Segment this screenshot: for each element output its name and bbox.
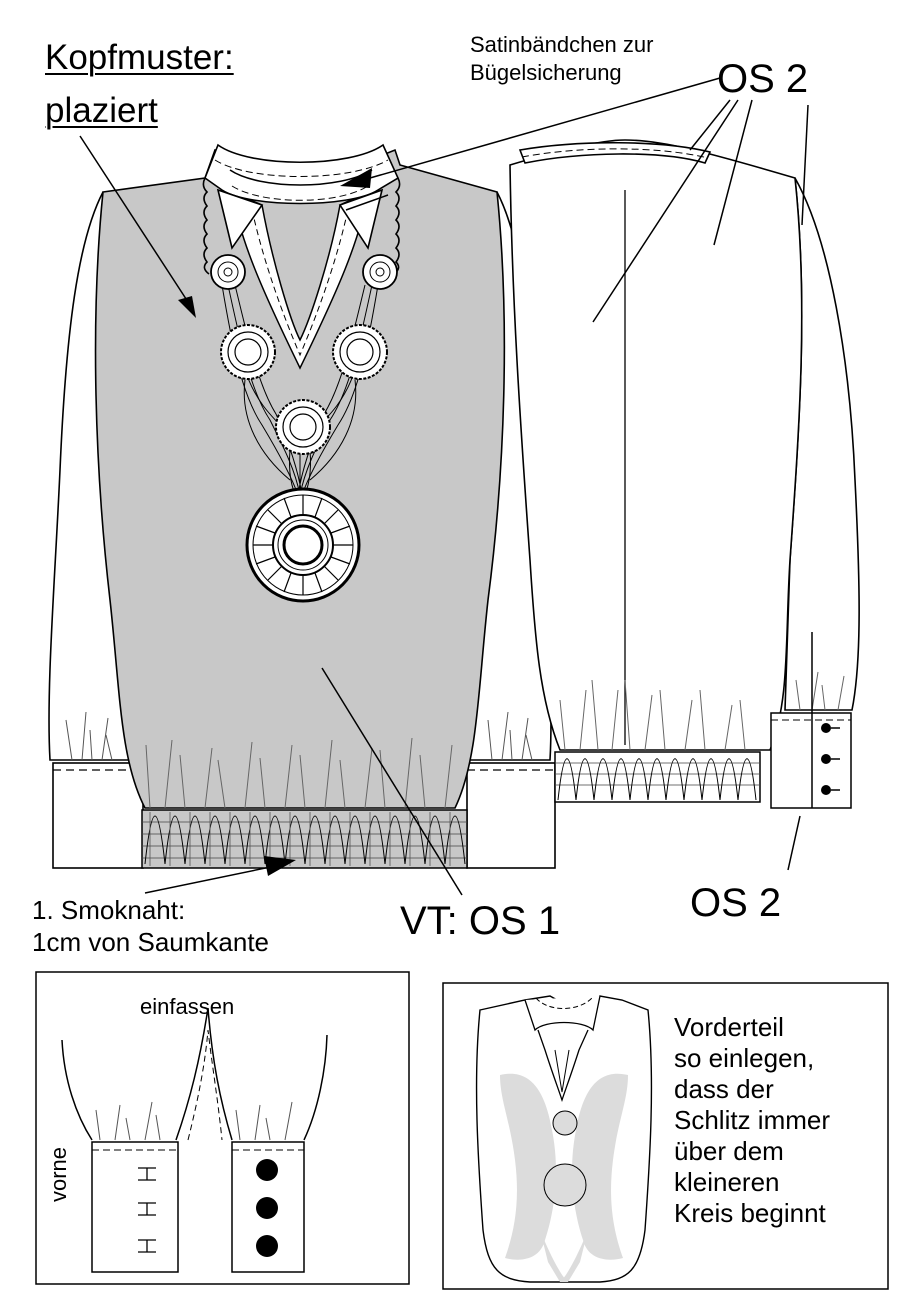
ribbon-note-line2: Bügelsicherung [470, 60, 622, 85]
layout-note-line: so einlegen, [674, 1042, 815, 1073]
arrow-heads [178, 168, 372, 876]
pattern-title-line2: plaziert [45, 91, 158, 130]
leader-lines [79, 77, 809, 896]
label-os2-top: OS 2 [717, 57, 809, 101]
detail-vorne-label: vorne [46, 1146, 71, 1202]
layout-note-line: dass der [674, 1073, 774, 1104]
pendant-spokes [253, 495, 353, 595]
detail-gathers [95, 1101, 293, 1141]
back-gathers [559, 671, 845, 751]
layout-note-line: Schlitz immer [674, 1104, 831, 1135]
front-collar [204, 143, 400, 250]
detail-einfassen-label: einfassen [140, 994, 235, 1019]
ribbon-note-line1: Satinbändchen zur [470, 32, 654, 57]
label-os2-cuff: OS 2 [690, 881, 782, 925]
pattern-title-line1: Kopfmuster: [45, 38, 234, 77]
layout-note-line: Vorderteil [674, 1012, 784, 1042]
layout-note-line: Kreis beginnt [674, 1197, 826, 1228]
layout-note: Vorderteil so einlegen, dass der Schlitz… [674, 1012, 830, 1229]
smock-note-line2: 1cm von Saumkante [32, 927, 270, 957]
layout-note-line: kleineren [674, 1166, 780, 1197]
layout-note-line: über dem [674, 1135, 784, 1166]
smock-note-line1: 1. Smoknaht: [32, 895, 186, 925]
front-body-gathers [145, 737, 453, 809]
layout-front-piece [475, 995, 653, 1283]
label-vt-os1: VT: OS 1 [400, 899, 561, 943]
front-sleeve-gathers [65, 711, 533, 761]
cuff-buttons [821, 723, 840, 795]
back-smock-band [554, 751, 761, 803]
back-view [509, 139, 860, 751]
front-smock-band [141, 809, 468, 869]
buttonhole-marks [138, 1167, 156, 1253]
detail-buttons [256, 1159, 278, 1257]
back-cuff [770, 632, 852, 809]
